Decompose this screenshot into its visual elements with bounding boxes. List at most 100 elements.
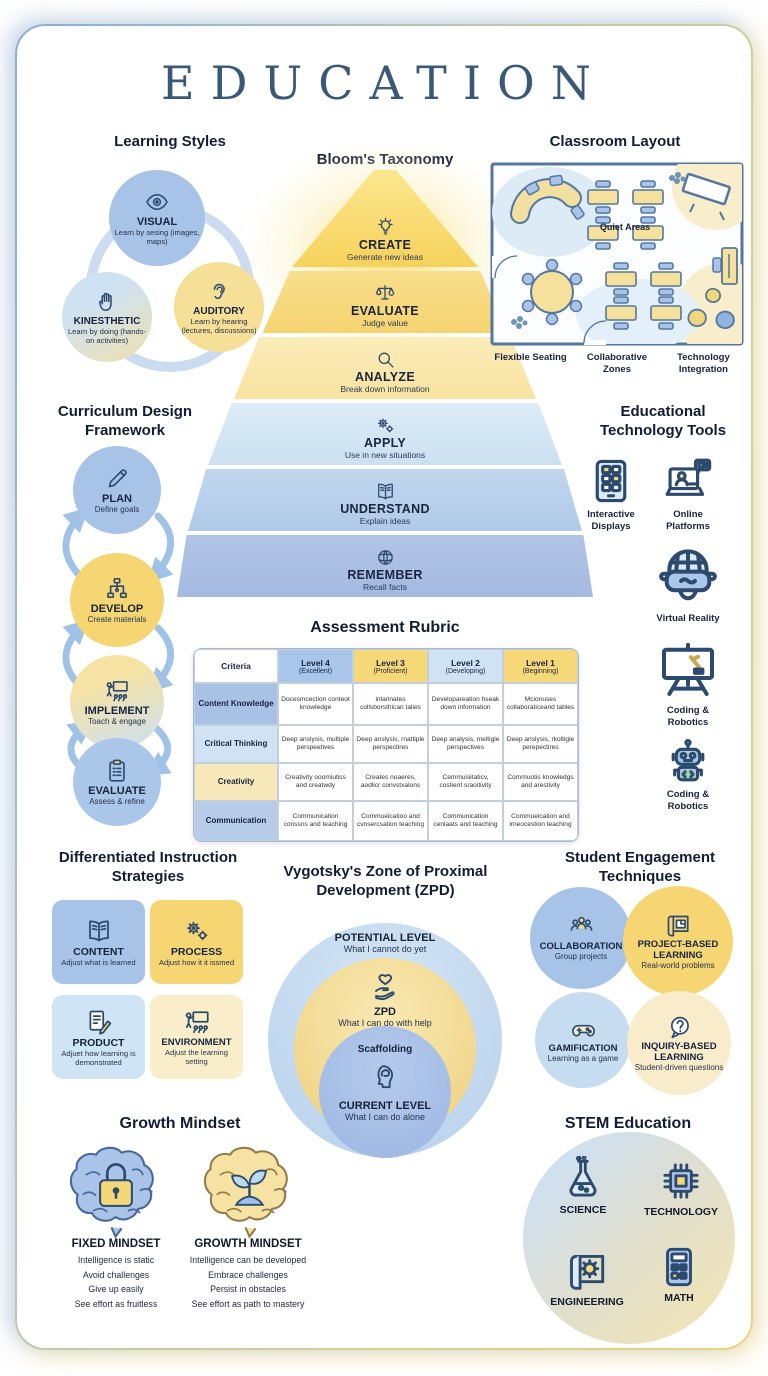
level-name: UNDERSTAND: [340, 502, 430, 516]
tablet-icon: [586, 456, 636, 506]
stem-background-blob: [523, 1132, 735, 1344]
zpd-level-name: ZPD: [374, 1006, 396, 1018]
mindset-point: Avoid challenges: [82, 1269, 150, 1280]
tool-virtual-reality: Virtual Reality: [650, 546, 726, 625]
mindset-name: FIXED MINDSET: [71, 1238, 161, 1250]
flask-icon: [560, 1156, 606, 1202]
question-bubble-icon: [666, 1014, 693, 1041]
growth-mindset-column: GROWTH MINDSET Intelligence can be devel…: [172, 1238, 324, 1311]
level-desc: Judge value: [362, 318, 408, 328]
tool-label: Interactive Displays: [587, 509, 635, 532]
rubric-header-level3: Level 3(Proficient): [353, 649, 428, 683]
rubric-cell: Cemmusiitaticv, costient sraoitivity: [428, 763, 503, 801]
curriculum-step-plan: PLAN Define goals: [73, 446, 161, 534]
gears-icon: [183, 917, 211, 945]
rubric-cell: Creativity ooomiutiss and creatwdy: [278, 763, 353, 801]
stem-math: MATH: [644, 1244, 714, 1304]
dif-name: PRODUCT: [72, 1036, 125, 1049]
stem-science: SCIENCE: [548, 1156, 618, 1216]
pyramid-level-analyze: ANALYZE Break down information: [234, 337, 536, 399]
zpd-inner-circle: [319, 1026, 451, 1158]
engagement-desc: Student-driven questions: [634, 1062, 724, 1072]
engagement-inquiry-based: INQUIRY-BASED LEARNING Student-driven qu…: [627, 991, 731, 1095]
level-name: APPLY: [363, 436, 407, 450]
page-title: EDUCATION: [161, 56, 607, 110]
mindset-point: Embrace challenges: [208, 1269, 288, 1280]
stem-heading: STEM Education: [564, 1115, 692, 1132]
magnifier-icon: [375, 349, 396, 370]
gamepad-icon: [570, 1016, 597, 1043]
zpd-heading: Vygotsky's Zone of Proximal Development …: [283, 863, 488, 899]
dif-desc: Adjust what is learned: [61, 958, 136, 967]
engagement-name: PROJECT-BASED LEARNING: [637, 938, 719, 961]
rubric-cell: Deep analysis, meltigle perspectives: [428, 725, 503, 763]
learning-style-kinesthetic: KINESTHETIC Learn by doing (hands-on act…: [62, 272, 152, 362]
curriculum-step-evaluate: EVALUATE Assess & refine: [73, 738, 161, 826]
clipboard-icon: [104, 758, 130, 784]
fixed-mindset-brain-icon: [69, 1146, 154, 1239]
zpd-level-name: POTENTIAL LEVEL: [334, 932, 436, 944]
assessment-rubric-table: Criteria Level 4(Excellent) Level 3(Prof…: [193, 648, 579, 842]
presenter-icon: [104, 678, 130, 704]
stem-technology: TECHNOLOGY: [636, 1158, 726, 1218]
rubric-header-criteria: Criteria: [194, 649, 278, 683]
tool-whiteboard: Coding & Robotics: [646, 638, 730, 728]
dif-name: CONTENT: [73, 946, 124, 958]
blooms-pyramid: CREATE Generate new ideas EVALUATE Judge…: [175, 142, 595, 604]
level-desc: Use in new situations: [344, 450, 426, 460]
growth-mindset-heading: Growth Mindset: [119, 1115, 241, 1132]
edtech-heading: Educational Technology Tools: [599, 403, 727, 439]
learning-style-desc: Learn by hearing (lectures, discussions): [181, 316, 257, 335]
mindset-name: GROWTH MINDSET: [194, 1238, 302, 1250]
tool-label: Virtual Reality: [656, 613, 720, 624]
level-desc: Recall facts: [363, 582, 407, 592]
rubric-cell: Commueicatioo and cvnsercsation teaching: [353, 801, 428, 841]
zpd-scaffolding-label: Scaffolding: [357, 1044, 413, 1055]
rubric-cell: Docesmcection conteot knowledge: [278, 683, 353, 725]
curriculum-step-implement: IMPLEMENT Toach & engage: [70, 655, 164, 749]
eye-icon: [145, 190, 169, 214]
zpd-level-desc: What I can do with help: [338, 1018, 432, 1028]
mindset-point: See effort as path to mastery: [191, 1298, 305, 1309]
learning-style-desc: Learn by doing (hands-on activities): [67, 326, 147, 345]
step-desc: Create materials: [87, 615, 147, 624]
scales-icon: [375, 283, 396, 304]
chip-icon: [658, 1158, 704, 1204]
document-pencil-icon: [85, 1008, 113, 1036]
classroom-floorplan: [488, 160, 746, 348]
mindset-point: Persist in obstacles: [210, 1284, 286, 1294]
learning-styles-heading: Learning Styles: [114, 133, 226, 150]
rubric-cell: Deep anslysis, rkoltigle perepectires: [503, 725, 578, 763]
classroom-label-flexible: Flexible Seating: [494, 352, 567, 363]
rubric-heading: Assessment Rubric: [310, 619, 460, 636]
tool-robot: Coding & Robotics: [646, 736, 730, 812]
fixed-mindset-column: FIXED MINDSET Intelligence is static Avo…: [40, 1238, 192, 1311]
mindset-point: See effort as fruitless: [74, 1298, 158, 1309]
blueprint-gear-icon: [564, 1248, 610, 1294]
vr-headset-icon: [656, 546, 720, 610]
zpd-level-name: CURRENT LEVEL: [338, 1100, 432, 1112]
stem-label: TECHNOLOGY: [643, 1206, 719, 1218]
differentiated-heading: Differentiated Instruction Strategies: [58, 849, 238, 885]
rubric-cell: inlarinates collsborsthican talies: [353, 683, 428, 725]
stem-engineering: ENGINEERING: [540, 1248, 634, 1308]
ear-icon: [207, 280, 231, 304]
rubric-cell: Mcionuses collaboraticeand tables: [503, 683, 578, 725]
book-icon: [375, 481, 396, 502]
engagement-name: COLLABORATION: [539, 941, 623, 953]
rubric-cell: Communication cenlaats and teaching: [428, 801, 503, 841]
pencil-icon: [104, 466, 130, 492]
learning-style-name: AUDITORY: [193, 305, 245, 317]
blueprint-icon: [665, 912, 692, 939]
dif-desc: Adjuet how learning is demonstrated: [61, 1048, 136, 1067]
robot-icon: [663, 736, 713, 786]
calculator-icon: [656, 1244, 702, 1290]
pyramid-level-apply: APPLY Use in new situations: [208, 403, 562, 465]
engagement-name: INQUIRY-BASED LEARNING: [641, 1040, 717, 1063]
people-icon: [568, 914, 595, 941]
learning-style-name: VISUAL: [136, 216, 178, 228]
laptop-video-icon: [663, 456, 713, 506]
mindset-point: Intelligence is static: [77, 1255, 155, 1265]
rubric-row-label: Critical Thinking: [194, 725, 278, 763]
tool-online-platforms: Online Platforms: [653, 456, 723, 532]
